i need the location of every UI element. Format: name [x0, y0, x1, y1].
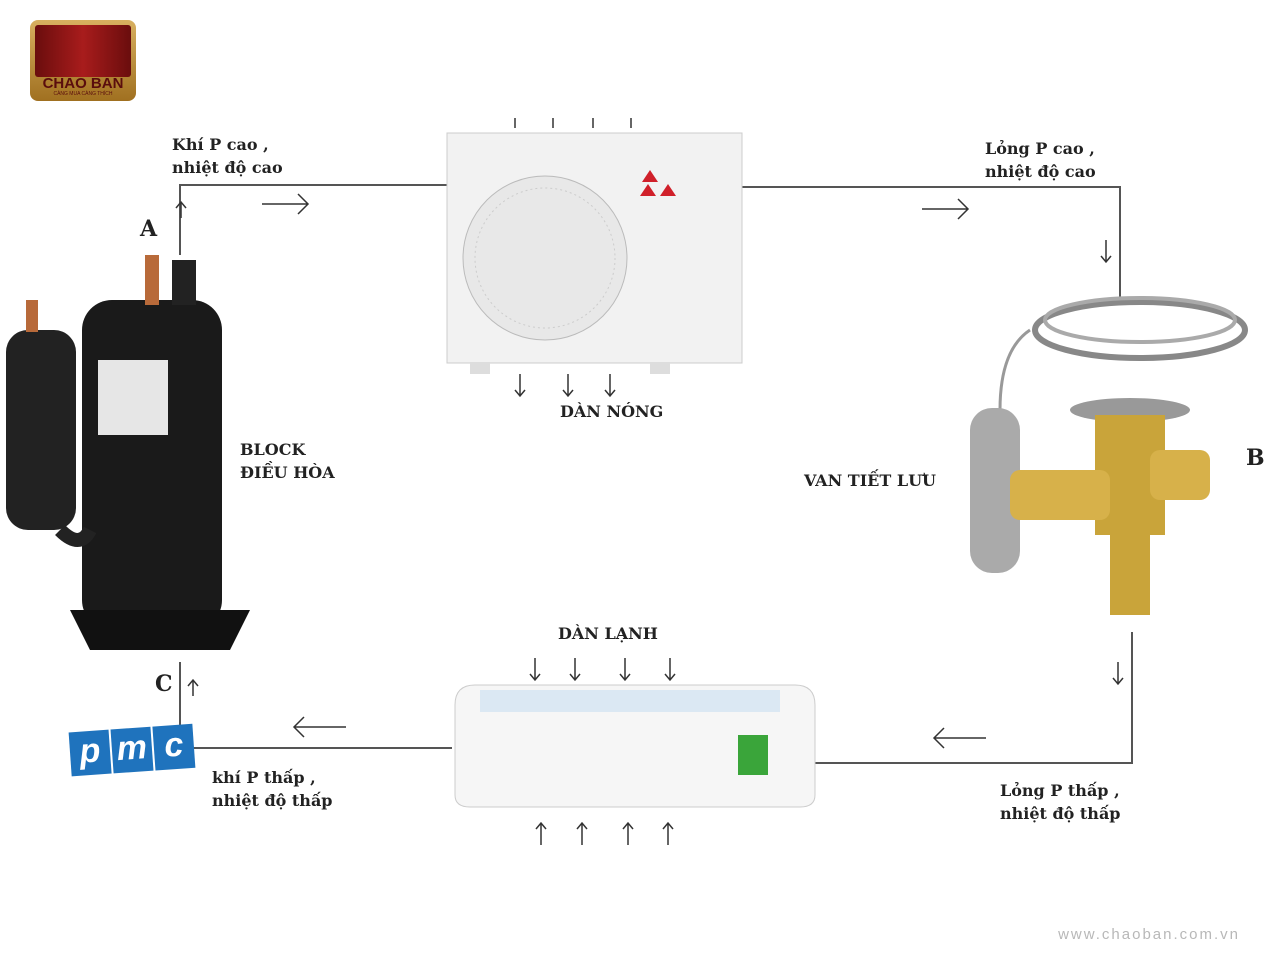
- label-evaporator: DÀN LẠNH: [558, 624, 658, 643]
- label-expansion-valve: VAN TIẾT LƯU: [804, 471, 936, 490]
- indoor-unit-image: [454, 684, 816, 808]
- compressor-image: [6, 255, 250, 650]
- logo-name: CHAO BAN: [42, 75, 124, 92]
- logo-tagline: CÀNG MUA CÀNG THÍCH: [53, 91, 113, 97]
- label-point-b: B: [1246, 445, 1265, 471]
- label-high-liquid: Lỏng P cao ,nhiệt độ cao: [985, 139, 1096, 181]
- website-url: www.chaoban.com.vn: [1058, 926, 1240, 943]
- expansion-valve-image: [970, 296, 1248, 615]
- label-point-a: A: [140, 216, 158, 242]
- flow-arrows: [175, 118, 1124, 845]
- chaoban-logo: CHAO BAN CÀNG MUA CÀNG THÍCH: [30, 20, 136, 101]
- label-high-gas: Khí P cao ,nhiệt độ cao: [172, 135, 283, 177]
- label-low-gas: khí P thấp ,nhiệt độ thấp: [212, 768, 333, 810]
- label-low-liquid: Lỏng P thấp ,nhiệt độ thấp: [1000, 781, 1121, 823]
- label-point-c: C: [155, 671, 173, 697]
- outdoor-unit-image: [446, 132, 743, 374]
- label-condenser: DÀN NÓNG: [560, 402, 664, 421]
